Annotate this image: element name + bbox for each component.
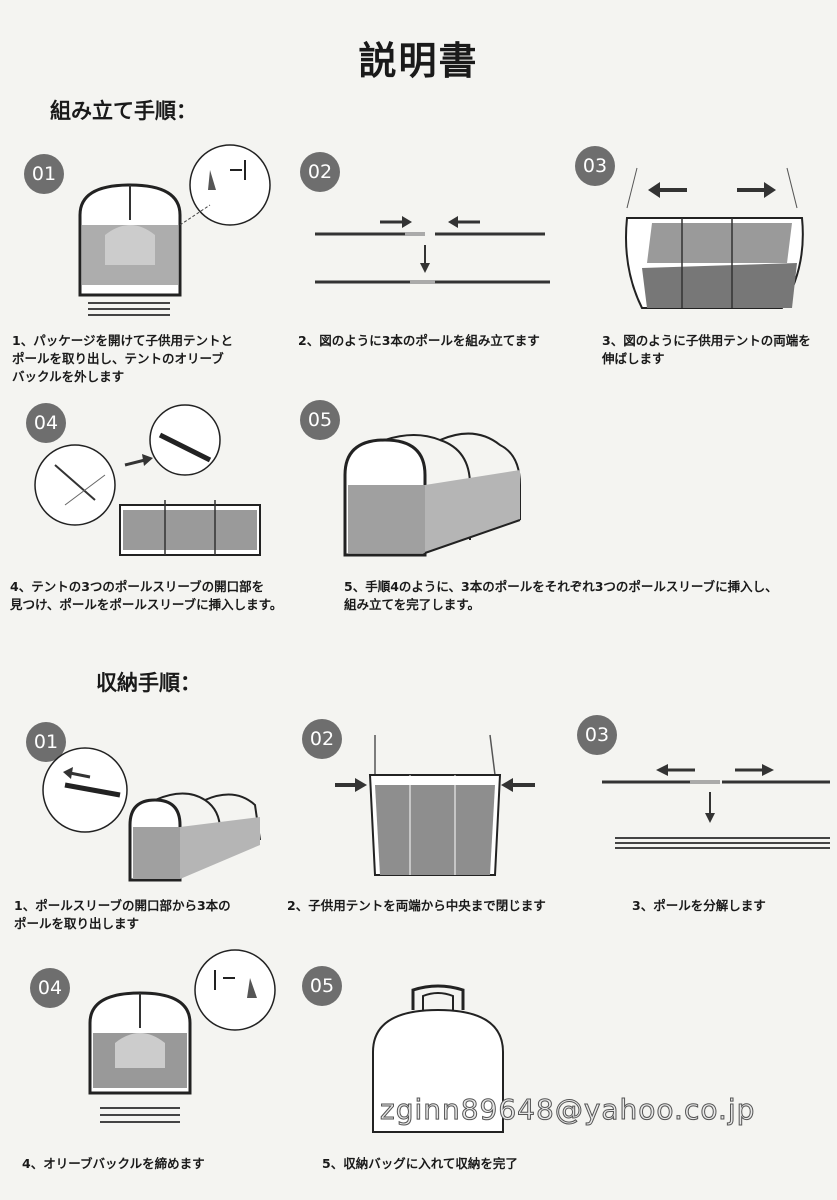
assembly-step-3-caption: 3、図のように子供用テントの両端を 伸ばします	[602, 333, 811, 366]
assembly-step-4-badge: 04	[26, 403, 66, 443]
storage-step-2-badge: 02	[302, 719, 342, 759]
assembly-step-1-illustration	[78, 144, 271, 316]
storage-step-1-caption: 1、ポールスリーブの開口部から3本の ポールを取り出します	[14, 898, 231, 931]
assembly-heading: 組み立て手順：	[50, 99, 197, 123]
storage-step-5-badge: 05	[302, 966, 342, 1006]
assembly-step-5-badge: 05	[300, 400, 340, 440]
assembly-step-2-illustration	[315, 216, 550, 284]
assembly-step-4-caption: 4、テントの3つのポールスリーブの開口部を 見つけ、ポールをポールスリーブに挿入…	[10, 579, 283, 612]
assembly-step-2-badge: 02	[300, 152, 340, 192]
storage-step-4-caption: 4、オリーブバックルを締めます	[22, 1156, 205, 1171]
document-title: 説明書	[358, 39, 479, 83]
assembly-step-2-caption: 2、図のように3本のポールを組み立てます	[298, 333, 540, 348]
assembly-step-1-badge: 01	[24, 154, 64, 194]
assembly-step-4-illustration	[34, 404, 261, 556]
storage-step-3-badge: 03	[577, 715, 617, 755]
storage-step-4-illustration	[88, 949, 276, 1123]
storage-step-1-illustration	[42, 747, 261, 882]
storage-step-5-caption: 5、収納バッグに入れて収納を完了	[322, 1156, 518, 1171]
storage-step-2-caption: 2、子供用テントを両端から中央まで閉じます	[287, 898, 546, 913]
assembly-step-3-illustration	[625, 167, 804, 309]
storage-step-3-illustration	[602, 764, 830, 849]
watermark: zginn89648@yahoo.co.jp	[379, 1093, 756, 1127]
storage-step-4-badge: 04	[30, 968, 70, 1008]
assembly-step-3-badge: 03	[575, 146, 615, 186]
storage-heading: 収納手順：	[96, 671, 201, 695]
storage-step-5-illustration	[372, 984, 504, 1133]
storage-step-1-badge: 01	[26, 722, 66, 762]
assembly-step-5-caption: 5、手順4のように、3本のポールをそれぞれ3つのポールスリーブに挿入し、 組み立…	[344, 579, 778, 612]
storage-step-3-caption: 3、ポールを分解します	[632, 898, 766, 913]
storage-step-2-illustration	[335, 734, 535, 876]
assembly-step-1-caption: 1、パッケージを開けて子供用テントと ポールを取り出し、テントのオリーブ バック…	[12, 333, 233, 384]
assembly-step-5-illustration	[343, 432, 521, 557]
